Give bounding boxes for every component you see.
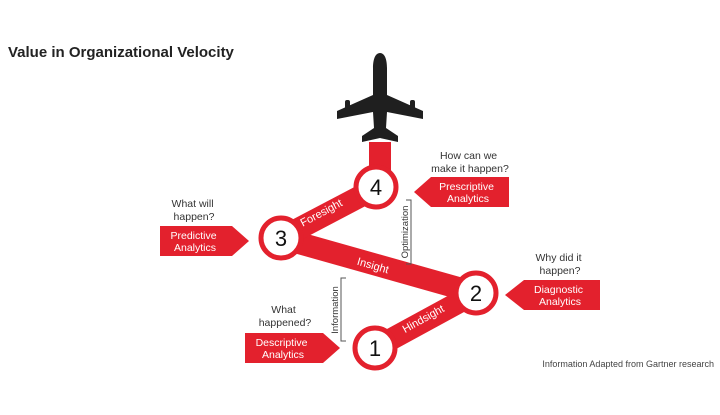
stage-label-arrow-4 xyxy=(414,177,509,207)
optimization-bracket xyxy=(406,199,412,265)
page-title: Value in Organizational Velocity xyxy=(8,44,235,61)
side-label-information: Information xyxy=(330,286,341,334)
stage-label-1: Descriptive Analytics xyxy=(256,337,311,361)
stage-node-2: 2 xyxy=(453,270,499,316)
stage-label-4: Prescriptive Analytics xyxy=(439,181,497,205)
stage-number-4: 4 xyxy=(370,175,382,200)
stage-label-2: Diagnostic Analytics xyxy=(534,284,586,308)
information-bracket xyxy=(340,277,346,342)
stage-label-3: Predictive Analytics xyxy=(170,230,219,254)
side-label-optimization: Optimization xyxy=(400,206,411,259)
source-credit: Information Adapted from Gartner researc… xyxy=(542,359,714,369)
path-insight xyxy=(278,227,479,304)
stage-question-2: Why did it happen? xyxy=(535,252,584,277)
stage-number-2: 2 xyxy=(470,281,482,306)
stage-label-arrow-3 xyxy=(160,226,249,256)
stage-node-1: 1 xyxy=(352,325,398,371)
stage-label-arrow-1 xyxy=(245,333,340,363)
stage-number-1: 1 xyxy=(369,336,381,361)
airplane-icon xyxy=(337,53,423,142)
stage-node-4: 4 xyxy=(353,164,399,210)
stage-question-4: How can we make it happen? xyxy=(431,150,509,175)
stage-question-3: What will happen? xyxy=(172,198,217,223)
stage-question-1: What happened? xyxy=(259,304,312,329)
stage-node-3: 3 xyxy=(258,215,304,261)
stage-number-3: 3 xyxy=(275,226,287,251)
stage-label-arrow-2 xyxy=(505,280,600,310)
